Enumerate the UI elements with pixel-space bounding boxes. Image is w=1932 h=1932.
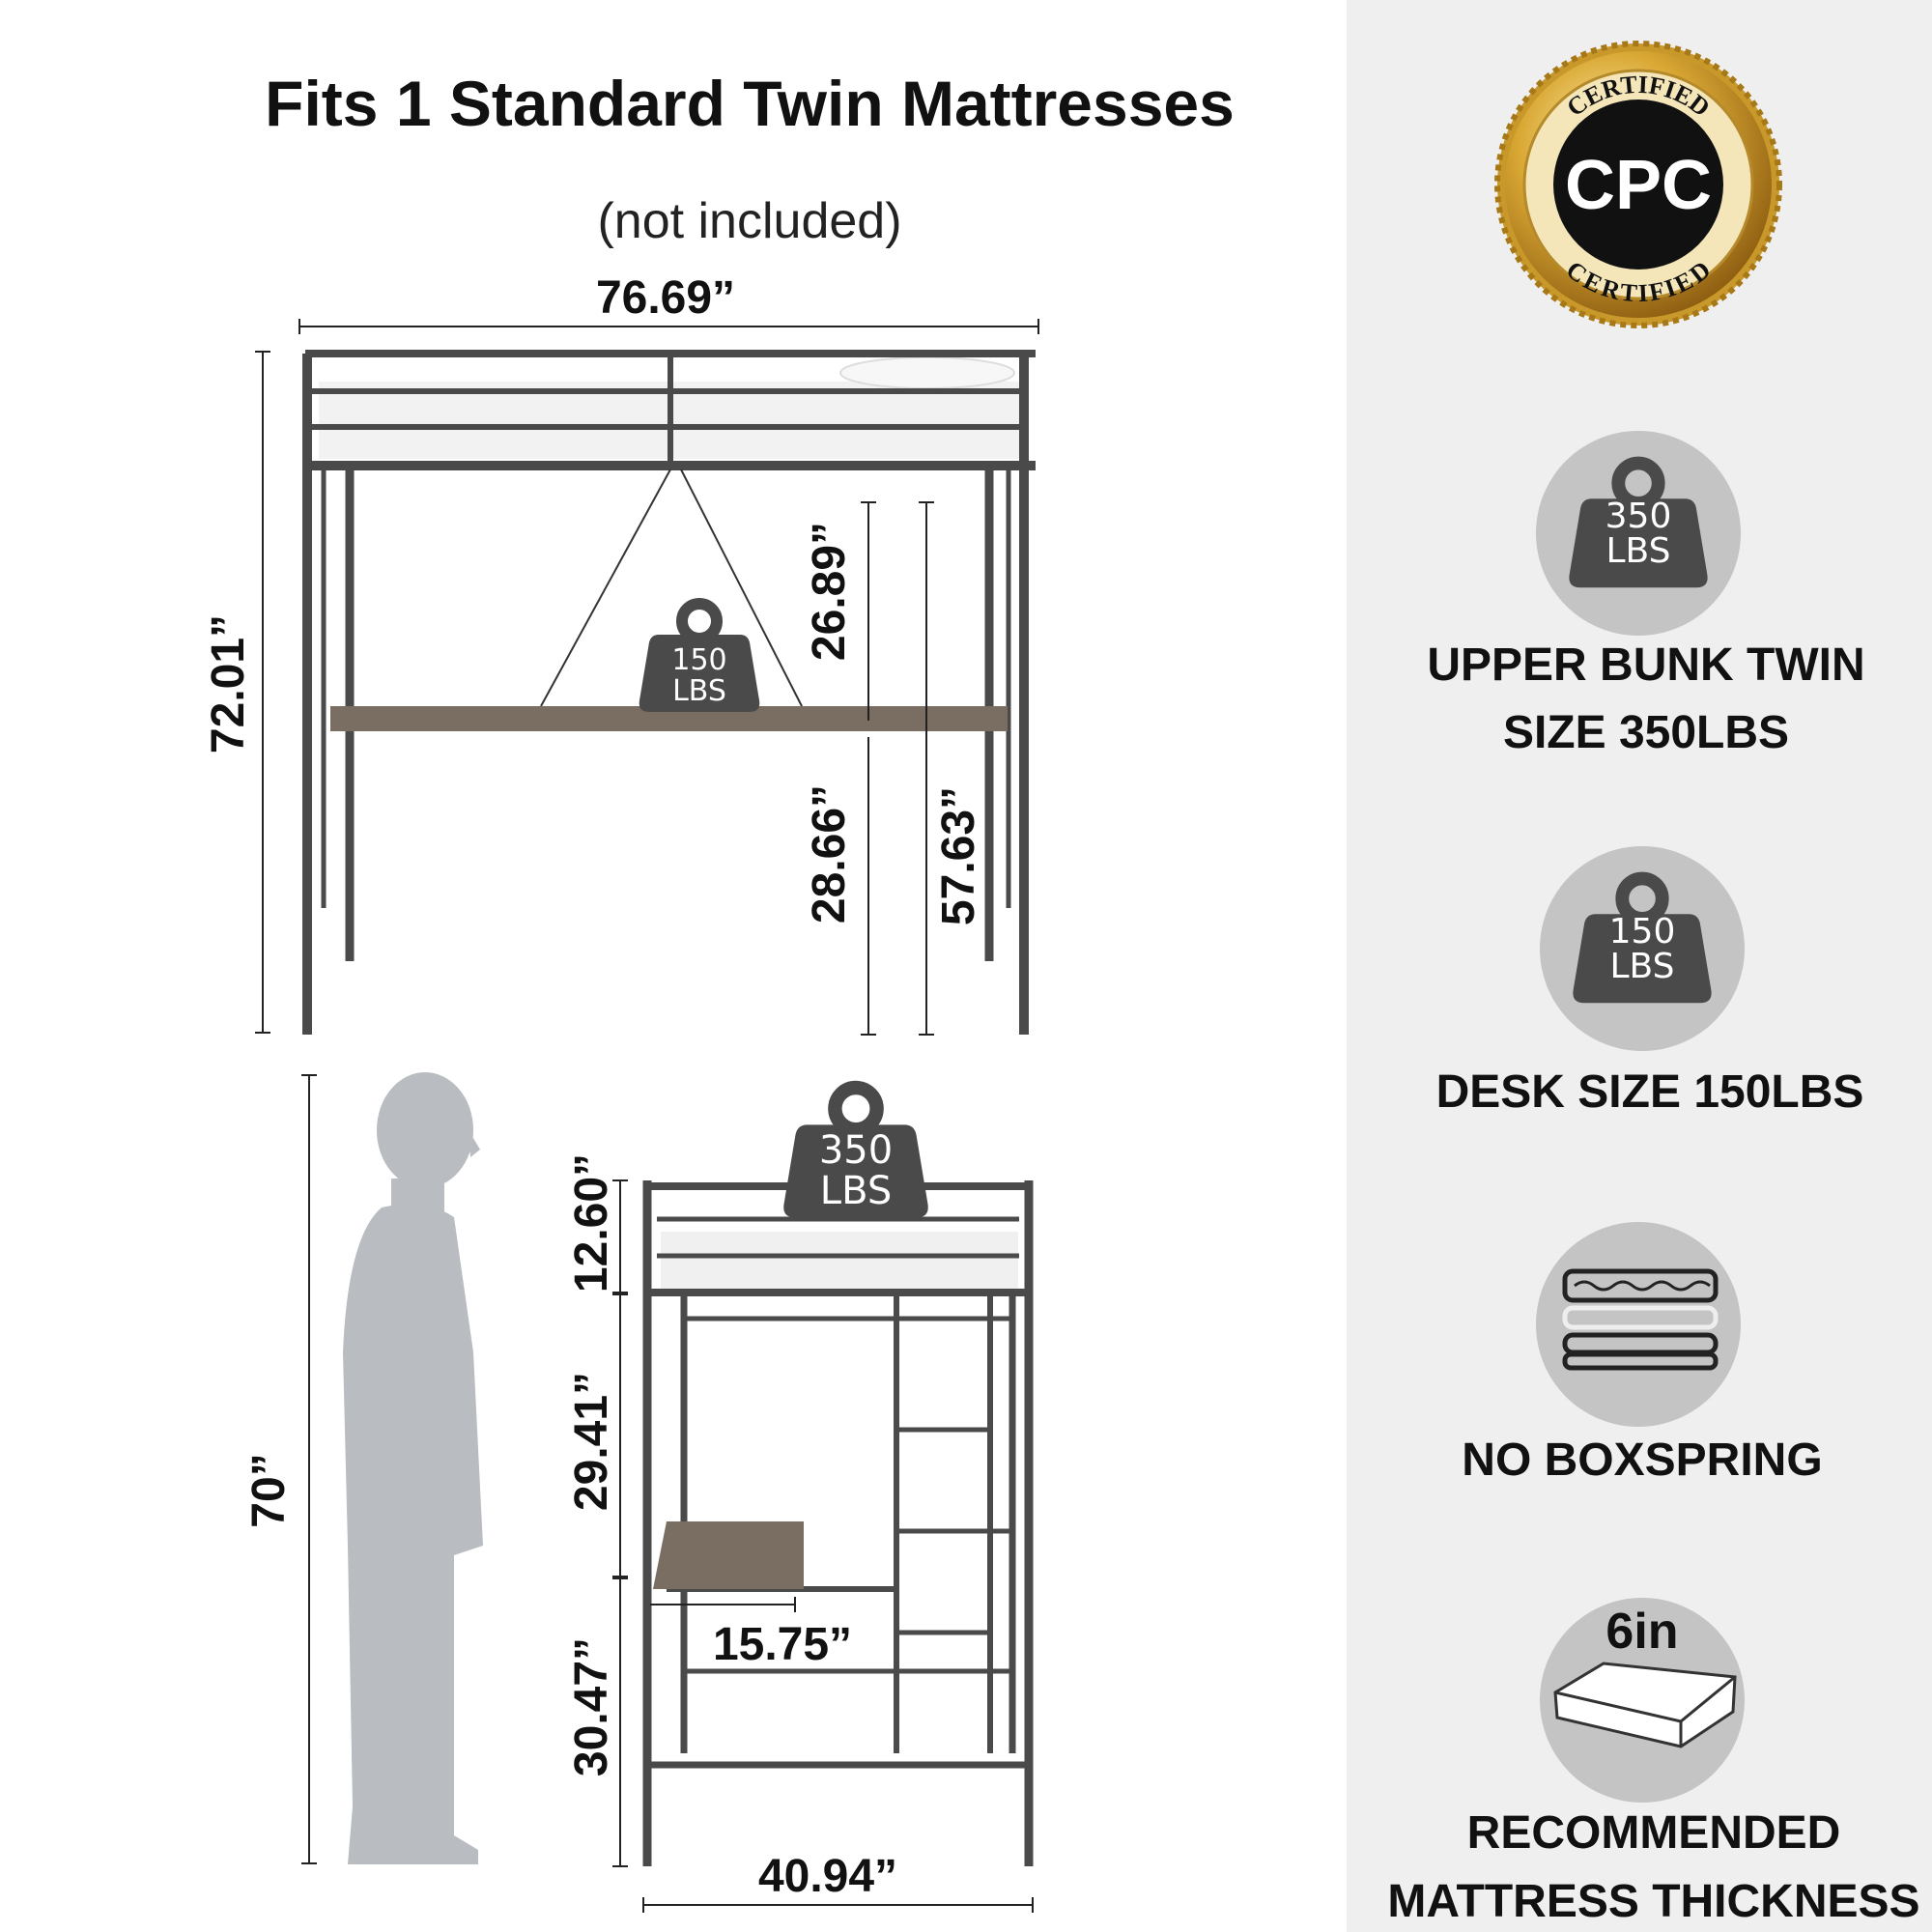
person-silhouette bbox=[343, 1072, 483, 1864]
feature-no-boxspring: NO BOXSPRING bbox=[1462, 1222, 1823, 1486]
svg-text:LBS: LBS bbox=[672, 674, 726, 708]
person-height-label: 70” bbox=[243, 1453, 295, 1527]
under-bed-label: 57.63” bbox=[933, 786, 984, 925]
dimension-lines-side bbox=[612, 1179, 1034, 1913]
svg-text:LBS: LBS bbox=[1606, 531, 1671, 571]
dimension-lines-front bbox=[255, 351, 934, 1036]
svg-text:350: 350 bbox=[819, 1128, 893, 1173]
no-boxspring-icon bbox=[1562, 1268, 1719, 1371]
mid-section-label: 29.41” bbox=[566, 1372, 617, 1511]
svg-text:6in: 6in bbox=[1605, 1604, 1678, 1660]
person-dimension-line bbox=[301, 1074, 317, 1864]
desk-depth-label: 15.75” bbox=[713, 1619, 852, 1670]
svg-text:RECOMMENDED: RECOMMENDED bbox=[1467, 1807, 1841, 1859]
lower-section-label: 30.47” bbox=[566, 1637, 617, 1776]
feature-upper-bunk: 350 LBS UPPER BUNK TWIN SIZE 350LBS bbox=[1427, 431, 1865, 758]
svg-text:DESK SIZE 150LBS: DESK SIZE 150LBS bbox=[1436, 1066, 1864, 1118]
svg-text:MATTRESS THICKNESS: MATTRESS THICKNESS bbox=[1387, 1876, 1919, 1927]
height-label: 72.01” bbox=[203, 614, 254, 753]
width-label: 76.69” bbox=[596, 272, 735, 324]
page-title: Fits 1 Standard Twin Mattresses bbox=[265, 68, 1235, 139]
svg-text:350: 350 bbox=[1605, 497, 1672, 536]
desk-height-label: 28.66” bbox=[804, 784, 855, 923]
feature-mattress-thickness: 6in RECOMMENDED MATTRESS THICKNESS bbox=[1387, 1598, 1920, 1927]
svg-text:LBS: LBS bbox=[820, 1169, 892, 1213]
side-view-bed bbox=[642, 1180, 1034, 1866]
svg-text:150: 150 bbox=[1609, 912, 1676, 952]
feature-desk: 150 LBS DESK SIZE 150LBS bbox=[1436, 846, 1864, 1118]
svg-text:UPPER BUNK TWIN: UPPER BUNK TWIN bbox=[1427, 639, 1864, 691]
depth-label: 40.94” bbox=[758, 1851, 897, 1902]
bunk-weight-icon: 350 LBS bbox=[783, 1088, 927, 1217]
desk-to-top-label: 26.89” bbox=[804, 522, 855, 661]
svg-text:NO BOXSPRING: NO BOXSPRING bbox=[1462, 1435, 1822, 1486]
desk-weight-icon: 150 LBS bbox=[639, 604, 760, 712]
svg-text:SIZE 350LBS: SIZE 350LBS bbox=[1503, 707, 1789, 758]
cpc-certified-badge: CPC CERTIFIED CERTIFIED bbox=[1494, 41, 1782, 328]
mattress-icon bbox=[1553, 1662, 1737, 1748]
guardrail-label: 12.60” bbox=[566, 1153, 617, 1293]
svg-text:150: 150 bbox=[671, 643, 726, 677]
svg-text:LBS: LBS bbox=[1610, 947, 1675, 986]
svg-text:CPC: CPC bbox=[1565, 147, 1712, 224]
page-subtitle: (not included) bbox=[597, 193, 901, 249]
